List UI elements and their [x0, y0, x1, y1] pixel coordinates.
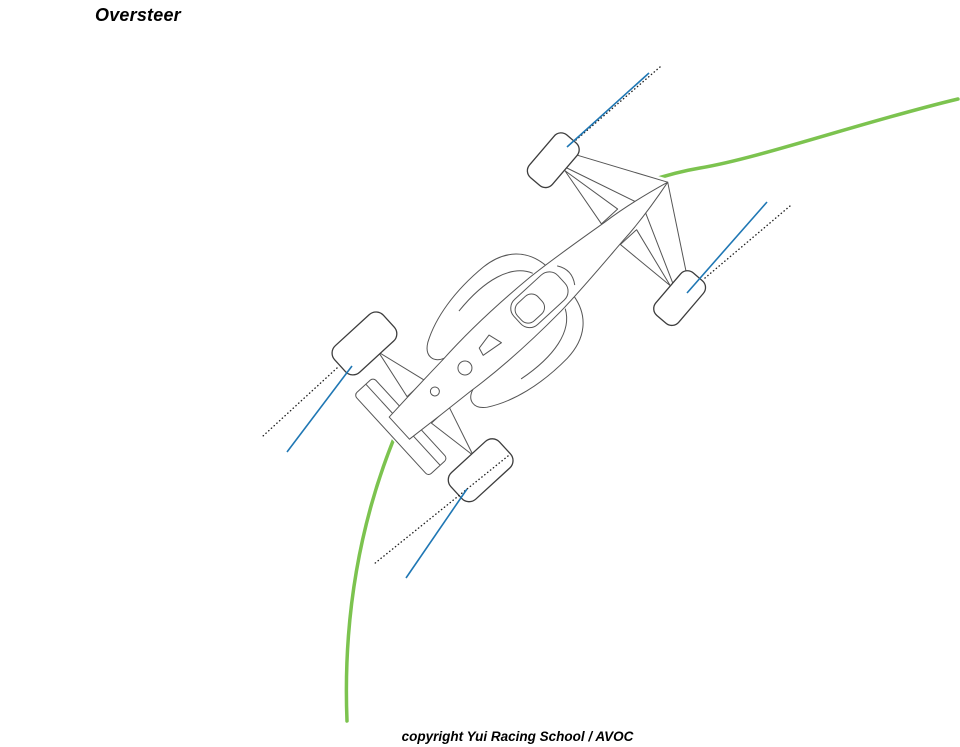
front-left-heading-line	[575, 66, 661, 141]
page-title: Oversteer	[95, 5, 181, 25]
front-right-travel-line	[686, 201, 768, 294]
front-left-travel-line	[566, 72, 650, 148]
front-left-suspension	[564, 170, 619, 225]
rear-right-travel-line	[405, 488, 468, 579]
front-right-heading-line	[704, 205, 791, 279]
right-sidepod	[470, 295, 584, 408]
left-sidepod-detail-line	[458, 270, 533, 312]
front-right-suspension	[619, 229, 671, 287]
windscreen-line	[557, 265, 576, 286]
copyright-text: copyright Yui Racing School / AVOC	[401, 729, 634, 744]
rear-left-travel-line	[286, 365, 353, 453]
race-car-illustration	[331, 132, 707, 503]
rear-right-wheel	[447, 438, 514, 503]
front-left-wheel	[526, 132, 580, 189]
rear-right-heading-line	[373, 455, 509, 565]
rear-left-heading-line	[262, 367, 338, 437]
right-sidepod-detail-line	[520, 308, 568, 380]
engine-intake-circle	[457, 360, 473, 376]
roll-hoop-detail	[478, 334, 502, 356]
cockpit-seat	[514, 293, 546, 324]
engine-cap-circle	[429, 386, 440, 397]
front-right-wheel	[653, 270, 707, 327]
left-sidepod	[426, 253, 548, 361]
rear-left-wheel	[331, 311, 398, 376]
